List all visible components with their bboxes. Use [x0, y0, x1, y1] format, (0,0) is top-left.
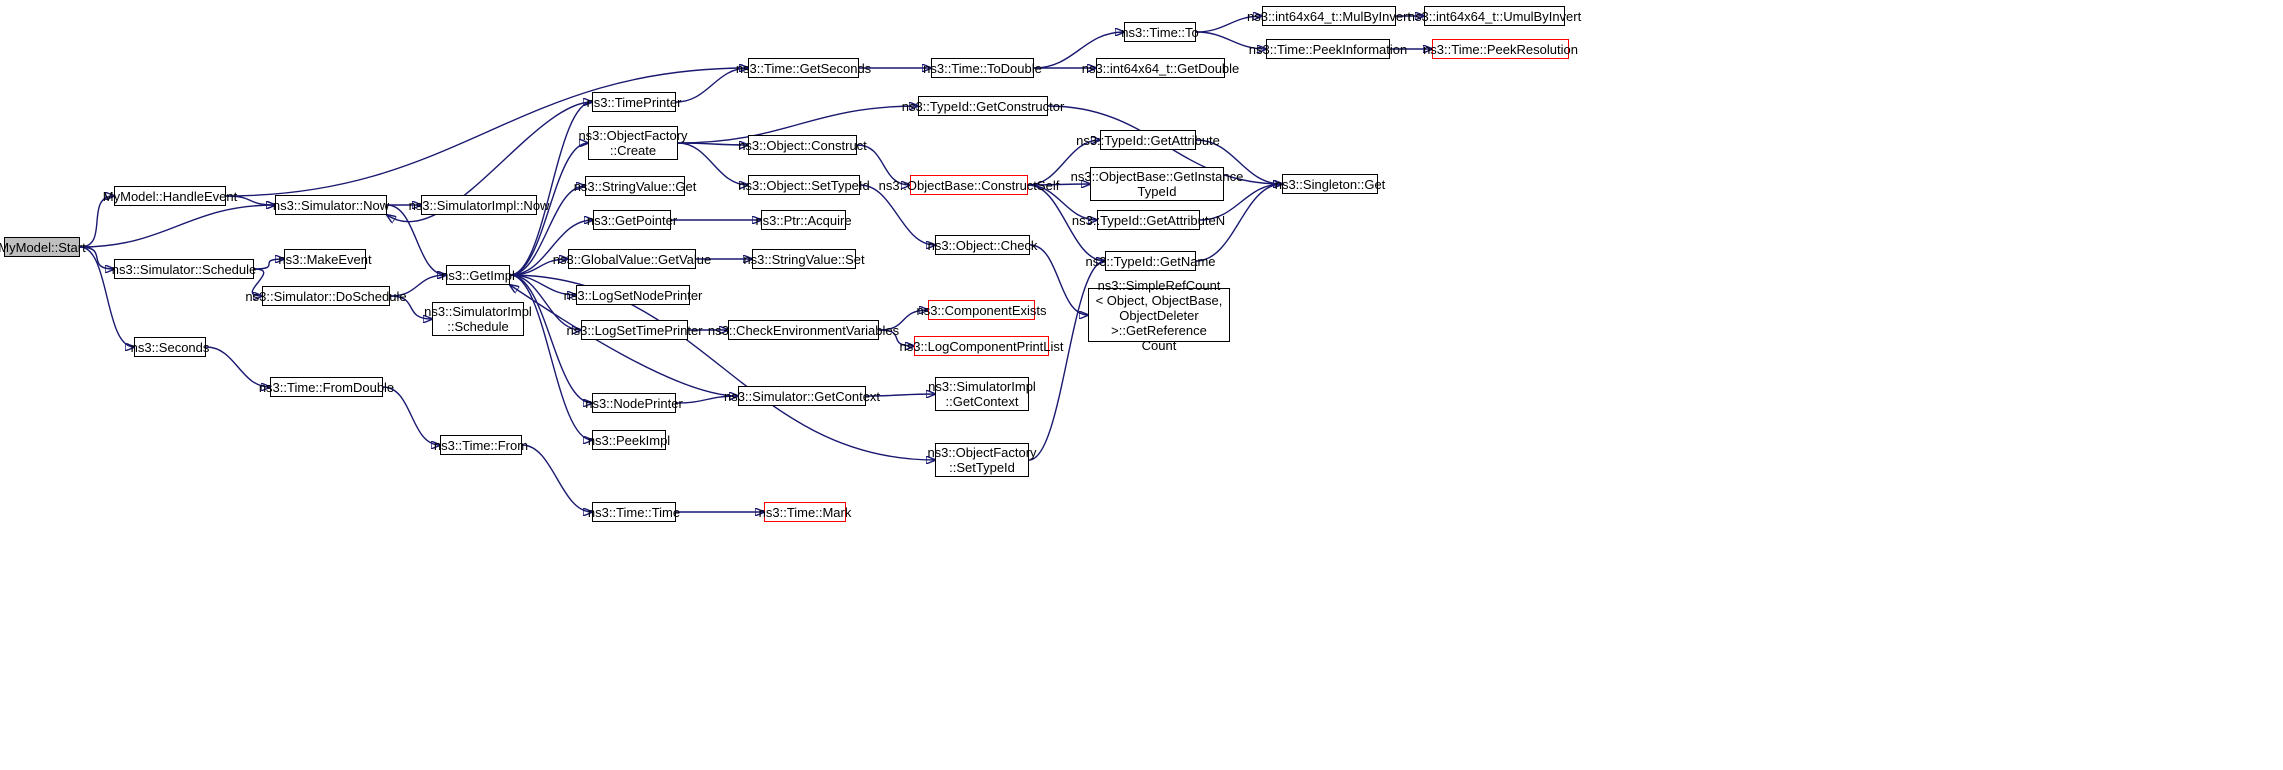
node-mulbyinvert[interactable]: ns3::int64x64_t::MulByInvert — [1247, 6, 1411, 26]
node-timeto[interactable]: ns3::Time::To — [1121, 22, 1199, 42]
node-timeprinter[interactable]: ns3::TimePrinter — [587, 92, 681, 112]
node-todouble[interactable]: ns3::Time::ToDouble — [923, 58, 1042, 78]
edge-getimpl-to-ofsettypeid — [509, 274, 935, 460]
node-peekresolution[interactable]: ns3::Time::PeekResolution — [1423, 39, 1578, 59]
node-obconstructself[interactable]: ns3::ObjectBase::ConstructSelf — [879, 175, 1059, 195]
node-checkenv[interactable]: ns3::CheckEnvironmentVariables — [708, 320, 899, 340]
node-ofcreate[interactable]: ns3::ObjectFactory ::Create — [578, 126, 688, 160]
node-timetime[interactable]: ns3::Time::Time — [588, 502, 680, 522]
node-logcompprint[interactable]: ns3::LogComponentPrintList — [899, 336, 1064, 356]
edge-obconstructself-to-tidgetname — [1027, 184, 1105, 261]
edge-ofcreate-to-objconstruct — [677, 143, 748, 145]
node-from[interactable]: ns3::Time::From — [434, 435, 528, 455]
node-makeevent[interactable]: ns3::MakeEvent — [278, 249, 372, 269]
node-simimplnow[interactable]: ns3::SimulatorImpl::Now — [409, 195, 549, 215]
edge-objcheck-to-simplerefcount — [1029, 244, 1088, 315]
node-tidgetname[interactable]: ns3::TypeId::GetName — [1085, 251, 1216, 271]
node-peekinfo[interactable]: ns3::Time::PeekInformation — [1249, 39, 1407, 59]
node-nodeprinter[interactable]: ns3::NodePrinter — [585, 393, 683, 413]
node-getimpl[interactable]: ns3::GetImpl — [441, 265, 515, 285]
edge-start-to-schedule — [79, 246, 114, 269]
edge-timeto-to-peekinfo — [1195, 31, 1266, 49]
node-simgetctx[interactable]: ns3::Simulator::GetContext — [724, 386, 880, 406]
edge-getimpl-to-timeprinter — [509, 102, 592, 276]
edge-tidgetattr-to-singletonget — [1195, 139, 1282, 184]
edge-getimpl-to-nodeprinter — [509, 274, 592, 403]
node-simimplsched[interactable]: ns3::SimulatorImpl ::Schedule — [424, 302, 532, 336]
edge-seconds-to-fromdouble — [205, 346, 270, 387]
edge-ofcreate-to-tidgetctor — [677, 106, 918, 144]
node-tidgetattrn[interactable]: ns3::TypeId::GetAttributeN — [1072, 210, 1225, 230]
edge-checkenv-to-compexists — [878, 310, 928, 331]
node-compexists[interactable]: ns3::ComponentExists — [916, 300, 1047, 320]
edge-getimpl-to-svget — [509, 186, 585, 276]
edge-doschedule-to-getimpl — [389, 275, 446, 297]
node-peekimpl[interactable]: ns3::PeekImpl — [588, 430, 670, 450]
edge-doschedule-to-simimplsched — [389, 295, 432, 319]
edge-ofsettypeid-to-tidgetname — [1028, 261, 1105, 461]
edge-ofcreate-to-objsettypeid — [677, 142, 748, 185]
node-simimplctx[interactable]: ns3::SimulatorImpl ::GetContext — [928, 377, 1036, 411]
node-start: MyModel::Start — [0, 237, 86, 257]
node-umulbyinvert[interactable]: ns3::int64x64_t::UmulByInvert — [1408, 6, 1581, 26]
node-obgetinst[interactable]: ns3::ObjectBase::GetInstance TypeId — [1070, 167, 1244, 201]
edge-obconstructself-to-tidgetattr — [1027, 140, 1100, 186]
node-objsettypeid[interactable]: ns3::Object::SetTypeId — [738, 175, 870, 195]
node-singletonget[interactable]: ns3::Singleton::Get — [1275, 174, 1385, 194]
node-now[interactable]: ns3::Simulator::Now — [273, 195, 389, 215]
edge-now-to-getimpl — [386, 204, 446, 275]
edge-timeprinter-to-getseconds — [675, 68, 748, 103]
edge-timeprinter-to-now — [387, 101, 593, 222]
node-timemark[interactable]: ns3::Time::Mark — [759, 502, 851, 522]
edge-tidgetattrn-to-singletonget — [1199, 184, 1282, 221]
edge-timeto-to-mulbyinvert — [1195, 16, 1262, 33]
node-int64getdouble[interactable]: ns3::int64x64_t::GetDouble — [1082, 58, 1239, 78]
edge-handle-to-now — [225, 195, 275, 205]
node-objcheck[interactable]: ns3::Object::Check — [928, 235, 1037, 255]
edge-handle-to-getseconds — [225, 68, 748, 197]
edge-from-to-timetime — [521, 444, 592, 512]
edge-checkenv-to-logcompprint — [878, 329, 914, 346]
edge-getimpl-to-ofcreate — [509, 143, 588, 276]
node-simplerefcount[interactable]: ns3::SimpleRefCount < Object, ObjectBase… — [1088, 278, 1230, 353]
edge-simgetctx-to-simimplctx — [865, 394, 935, 396]
node-tidgetattr[interactable]: ns3::TypeId::GetAttribute — [1076, 130, 1220, 150]
node-logsetnode[interactable]: ns3::LogSetNodePrinter — [564, 285, 702, 305]
edge-fromdouble-to-from — [382, 386, 440, 445]
edge-start-to-now — [79, 205, 275, 248]
node-objconstruct[interactable]: ns3::Object::Construct — [738, 135, 867, 155]
edge-todouble-to-timeto — [1033, 32, 1124, 69]
edge-getimpl-to-peekimpl — [509, 274, 592, 440]
edge-simgetctx-to-getimpl — [510, 285, 739, 397]
node-getseconds[interactable]: ns3::Time::GetSeconds — [736, 58, 871, 78]
edge-schedule-to-doschedule — [251, 268, 265, 296]
node-ofsettypeid[interactable]: ns3::ObjectFactory ::SetTypeId — [927, 443, 1037, 477]
node-seconds[interactable]: ns3::Seconds — [131, 337, 209, 357]
node-schedule[interactable]: ns3::Simulator::Schedule — [112, 259, 256, 279]
node-doschedule[interactable]: ns3::Simulator::DoSchedule — [245, 286, 407, 306]
node-gvgetvalue[interactable]: ns3::GlobalValue::GetValue — [553, 249, 711, 269]
edge-objsettypeid-to-objcheck — [859, 184, 935, 245]
node-tidgetctor[interactable]: ns3::TypeId::GetConstructor — [902, 96, 1064, 116]
node-fromdouble[interactable]: ns3::Time::FromDouble — [259, 377, 394, 397]
node-handle[interactable]: MyModel::HandleEvent — [103, 186, 237, 206]
edge-schedule-to-makeevent — [253, 259, 284, 270]
edge-getimpl-to-logsettime — [509, 274, 581, 330]
edge-tidgetname-to-singletonget — [1195, 184, 1282, 262]
node-ptracquire[interactable]: ns3::Ptr::Acquire — [755, 210, 852, 230]
edge-getimpl-to-getpointer — [509, 220, 593, 276]
node-svset[interactable]: ns3::StringValue::Set — [743, 249, 865, 269]
edge-start-to-handle — [79, 196, 114, 248]
node-logsettime[interactable]: ns3::LogSetTimePrinter — [566, 320, 703, 340]
edge-objconstruct-to-obconstructself — [856, 144, 910, 185]
node-getpointer[interactable]: ns3::GetPointer — [587, 210, 677, 230]
node-svget[interactable]: ns3::StringValue::Get — [574, 176, 696, 196]
edge-start-to-seconds — [79, 246, 134, 347]
